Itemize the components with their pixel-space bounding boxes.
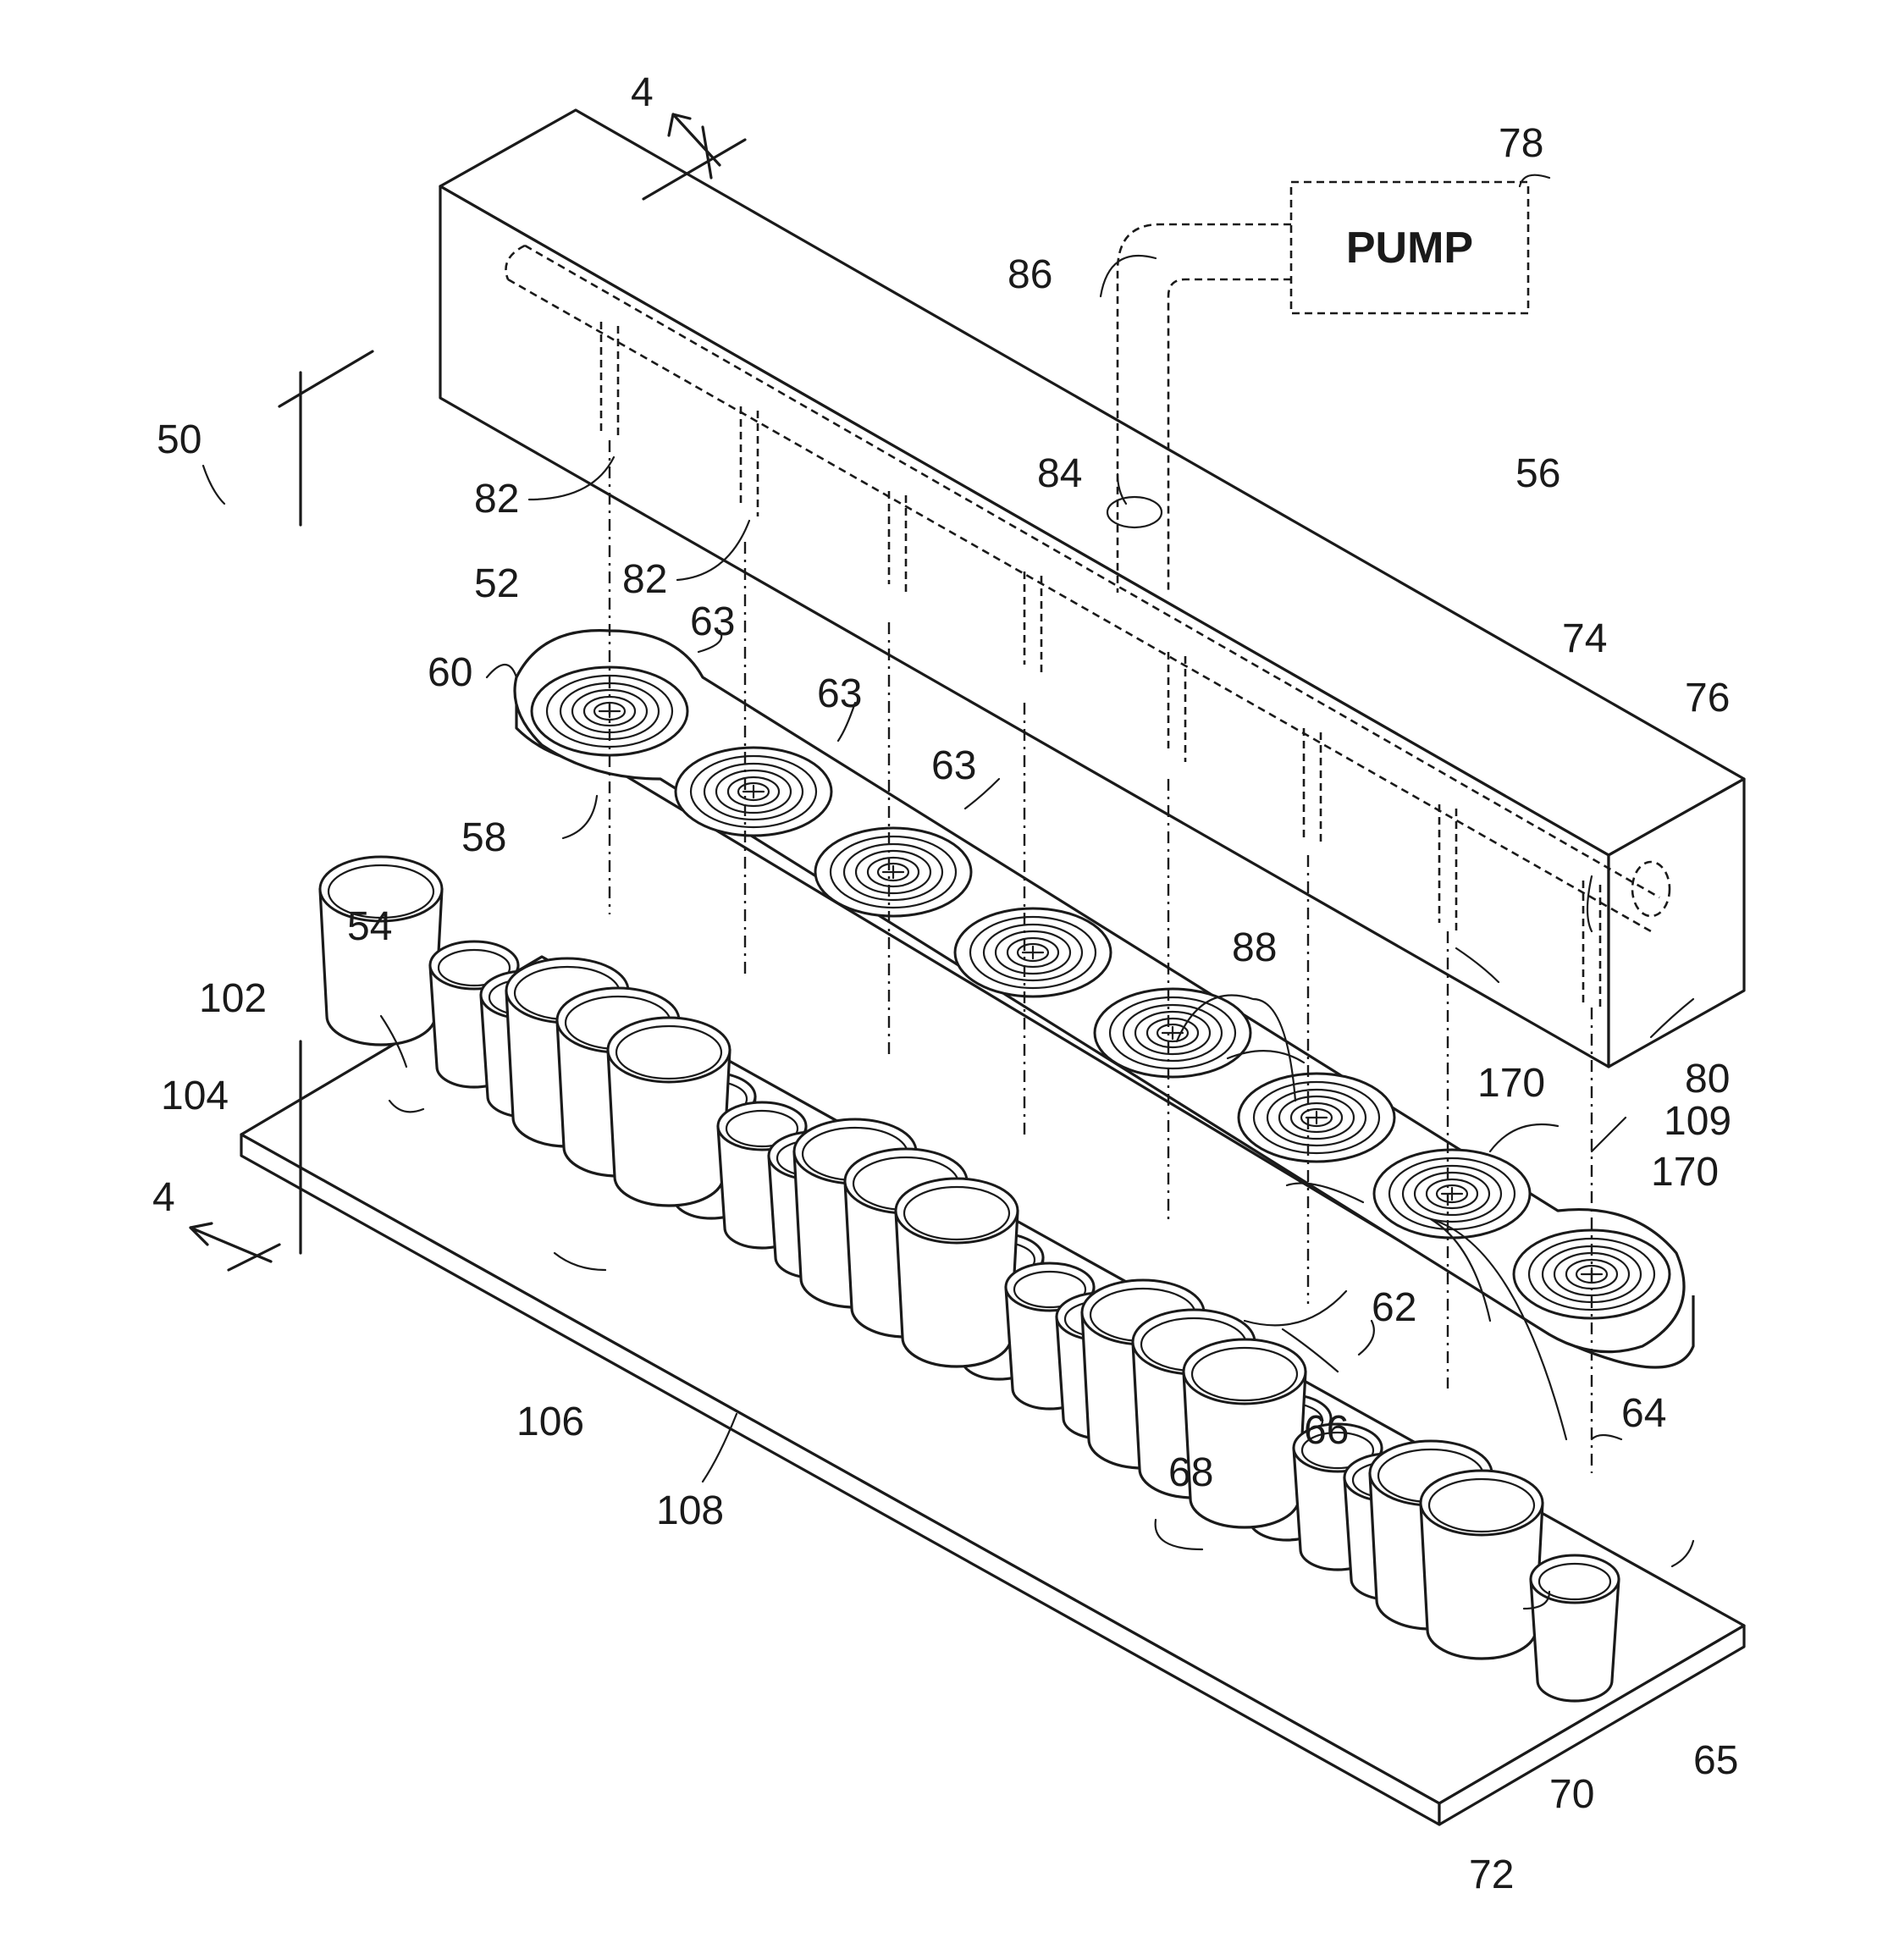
label-106: 106: [516, 1400, 584, 1444]
label-section-top: 4: [631, 70, 654, 115]
label-60: 60: [428, 650, 472, 695]
well: [1184, 1339, 1306, 1527]
label-109: 109: [1664, 1099, 1731, 1144]
section-mark-left: [279, 351, 373, 525]
label-63a: 63: [690, 599, 735, 644]
label-80: 80: [1685, 1057, 1730, 1101]
label-50: 50: [157, 417, 202, 462]
label-86: 86: [1008, 252, 1052, 297]
label-64: 64: [1621, 1391, 1666, 1436]
label-63c: 63: [931, 743, 976, 788]
label-102: 102: [199, 976, 267, 1021]
dispense-head: [1374, 1150, 1530, 1238]
well-rim: [896, 1179, 1018, 1243]
label-56: 56: [1515, 451, 1560, 496]
label-170a: 170: [1477, 1061, 1545, 1106]
label-88: 88: [1232, 925, 1277, 970]
dispense-head: [1095, 989, 1250, 1077]
well-rim: [608, 1018, 730, 1082]
dispense-head: [815, 828, 971, 916]
label-66: 66: [1304, 1408, 1349, 1453]
well: [1421, 1471, 1543, 1659]
label-65: 65: [1693, 1738, 1738, 1783]
label-104: 104: [161, 1074, 229, 1118]
label-78: 78: [1499, 121, 1543, 166]
dispense-head: [1239, 1074, 1394, 1162]
label-74: 74: [1562, 616, 1607, 661]
section-arrow-top: [669, 114, 720, 165]
well-rim: [1531, 1555, 1619, 1603]
well: [896, 1179, 1018, 1366]
label-76: 76: [1685, 676, 1730, 721]
dispense-head: [676, 748, 831, 836]
label-84: 84: [1037, 451, 1082, 496]
label-170b: 170: [1651, 1150, 1719, 1195]
well-rim: [1184, 1339, 1306, 1404]
pump-label: PUMP: [1346, 224, 1473, 273]
label-63b: 63: [817, 671, 862, 716]
label-82a: 82: [474, 477, 519, 522]
label-62: 62: [1372, 1285, 1416, 1330]
label-68: 68: [1168, 1450, 1213, 1495]
label-58: 58: [461, 815, 506, 860]
label-70: 70: [1549, 1772, 1594, 1817]
section-arrow-bottom: [190, 1223, 271, 1262]
label-section-bottom: 4: [152, 1175, 175, 1220]
well-rim: [1421, 1471, 1543, 1535]
dispense-head: [955, 908, 1111, 997]
label-108: 108: [656, 1488, 724, 1533]
well: [608, 1018, 730, 1206]
label-54: 54: [347, 904, 392, 949]
label-82b: 82: [622, 557, 667, 602]
well: [1531, 1555, 1619, 1701]
label-72: 72: [1469, 1852, 1514, 1897]
label-52: 52: [474, 561, 519, 606]
